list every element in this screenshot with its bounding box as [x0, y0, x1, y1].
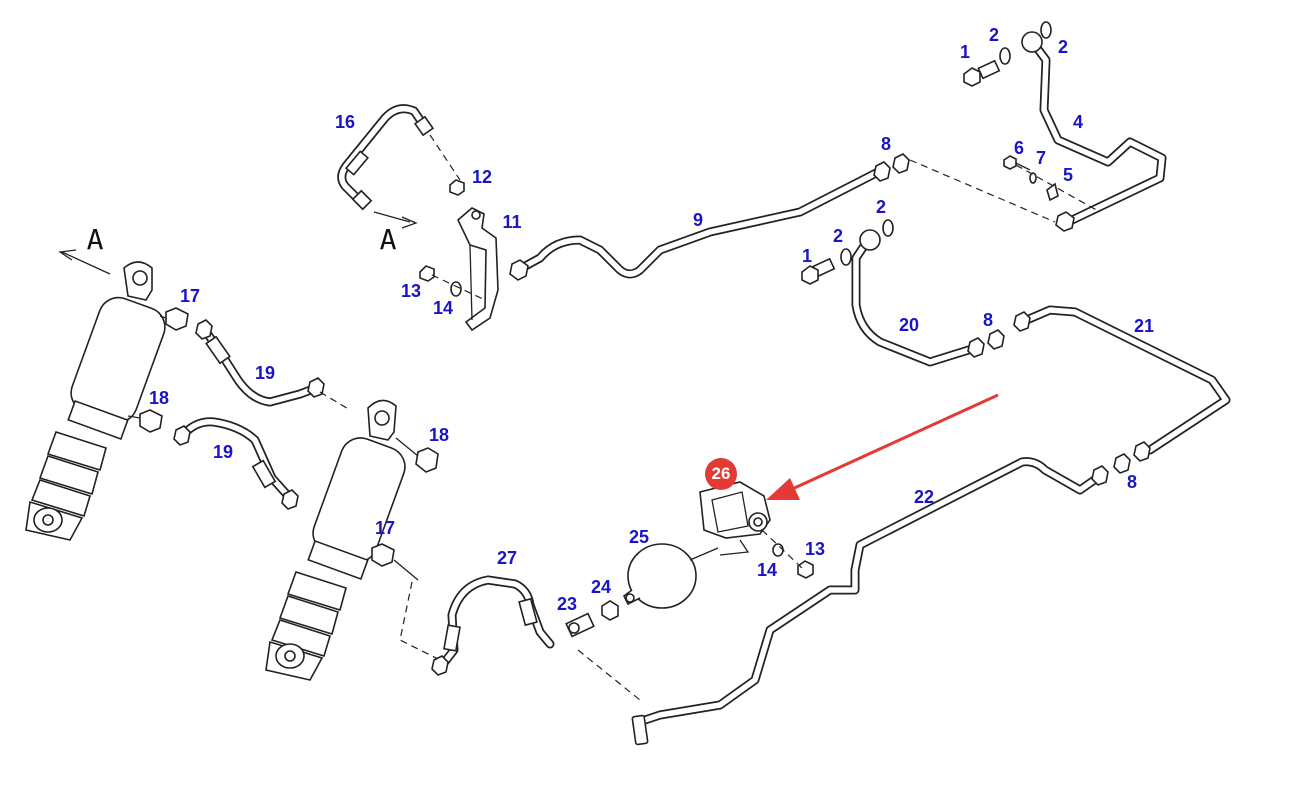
callout-13: 13 — [400, 281, 422, 301]
bracket-26 — [699, 481, 771, 556]
pipe-9 — [509, 153, 910, 281]
washer-14-lower — [772, 543, 784, 557]
callout-2: 2 — [1057, 37, 1069, 57]
callout-2: 2 — [832, 226, 844, 246]
callout-18: 18 — [428, 425, 450, 445]
callout-17: 17 — [374, 518, 396, 538]
callout-14: 14 — [432, 298, 454, 318]
callout-27: 27 — [496, 548, 518, 568]
bolt-1-top — [963, 59, 1001, 87]
callout-13: 13 — [804, 539, 826, 559]
callout-9: 9 — [692, 210, 704, 230]
clamp-5 — [1046, 182, 1059, 202]
callout-8: 8 — [982, 310, 994, 330]
hose-16 — [337, 104, 435, 211]
washer-14-upper — [450, 281, 462, 297]
callout-1: 1 — [959, 42, 971, 62]
adapter-24 — [601, 600, 619, 621]
callout-8: 8 — [880, 134, 892, 154]
nut-13-upper — [419, 265, 435, 282]
fitting-18-left — [139, 409, 163, 433]
washer-7 — [1029, 172, 1037, 184]
callout-12: 12 — [471, 167, 493, 187]
view-arrow-left — [58, 249, 111, 275]
pipe-21 — [1013, 305, 1231, 474]
washer-2-top-b — [1040, 21, 1052, 39]
callout-7: 7 — [1035, 148, 1047, 168]
part-26-badge: 26 — [705, 458, 737, 490]
callout-22: 22 — [913, 487, 935, 507]
callout-18: 18 — [148, 388, 170, 408]
washer-2-top-a — [999, 47, 1011, 65]
bracket-11 — [457, 207, 499, 332]
callout-23: 23 — [556, 594, 578, 614]
pipe-22 — [631, 457, 1109, 746]
callout-21: 21 — [1133, 316, 1155, 336]
washer-2-mid-b — [882, 219, 894, 237]
callout-17: 17 — [179, 286, 201, 306]
callout-19: 19 — [212, 442, 234, 462]
callout-4: 4 — [1072, 112, 1084, 132]
callout-14: 14 — [756, 560, 778, 580]
shock-absorber-left — [25, 261, 166, 541]
hose-19-upper — [195, 319, 325, 407]
callout-25: 25 — [628, 527, 650, 547]
callout-19: 19 — [254, 363, 276, 383]
callout-6: 6 — [1013, 138, 1025, 158]
view-marker-a-left: A — [86, 223, 104, 256]
callout-2: 2 — [988, 25, 1000, 45]
shock-absorber-right — [265, 399, 406, 681]
fitting-18-right — [415, 447, 439, 473]
fitting-17-right — [371, 543, 395, 567]
nut-12 — [449, 179, 465, 196]
tee-23 — [565, 612, 595, 638]
callout-20: 20 — [898, 315, 920, 335]
red-pointer-arrow — [766, 393, 999, 500]
callout-24: 24 — [590, 577, 612, 597]
callout-11: 11 — [502, 212, 522, 232]
callout-16: 16 — [334, 112, 356, 132]
callout-2: 2 — [875, 197, 887, 217]
pipe-4 — [1021, 31, 1167, 232]
washer-2-mid-a — [840, 248, 852, 266]
hose-27 — [431, 575, 555, 676]
callout-1: 1 — [801, 246, 813, 266]
bolt-6 — [1003, 155, 1031, 171]
accumulator-25 — [622, 543, 719, 609]
nut-13-lower — [797, 560, 814, 579]
hose-19-lower — [173, 417, 299, 510]
callout-8: 8 — [1126, 472, 1138, 492]
view-marker-a-right: A — [379, 223, 397, 256]
callout-5: 5 — [1062, 165, 1074, 185]
pipe-20 — [851, 229, 1005, 367]
fitting-17-left — [165, 307, 189, 331]
bolt-1-mid — [801, 257, 836, 285]
